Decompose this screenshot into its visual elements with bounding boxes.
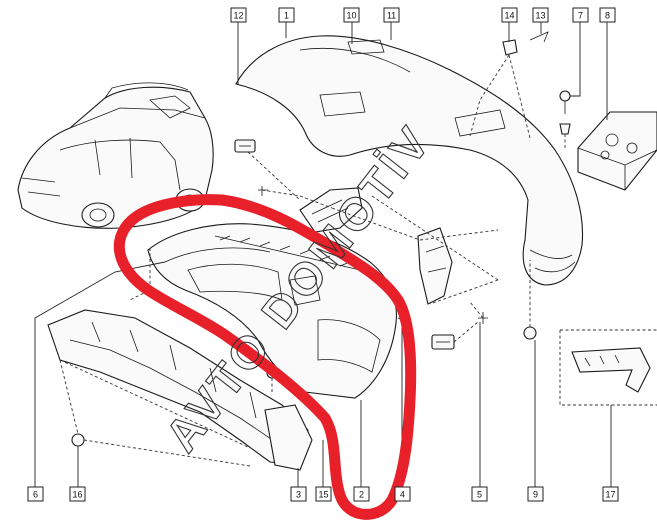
callout-17-label: 17	[605, 490, 615, 500]
callout-8-label: 8	[605, 11, 610, 21]
callout-7-label: 7	[578, 11, 583, 21]
leader-lines	[34, 22, 612, 487]
callout-6: 6	[27, 486, 44, 502]
highlight-outline	[113, 194, 417, 520]
callout-9: 9	[527, 486, 544, 502]
callout-15-label: 15	[318, 490, 328, 500]
callout-10: 10	[343, 7, 360, 23]
bumper-skin	[235, 35, 584, 286]
callout-2: 2	[353, 486, 370, 502]
callout-9-label: 9	[533, 490, 538, 500]
callout-11-label: 11	[387, 11, 396, 21]
clip-set-frame	[559, 329, 657, 406]
callout-16: 16	[69, 486, 86, 502]
callout-12: 12	[230, 7, 247, 23]
callout-13: 13	[532, 7, 549, 23]
callout-15: 15	[315, 486, 332, 502]
callout-17: 17	[602, 486, 619, 502]
callout-3-label: 3	[296, 490, 301, 500]
callout-3: 3	[290, 486, 307, 502]
callout-10-label: 10	[346, 11, 356, 21]
callout-6-label: 6	[33, 490, 38, 500]
callout-12-label: 12	[233, 11, 243, 21]
callout-5: 5	[471, 486, 488, 502]
callout-1: 1	[278, 7, 295, 23]
callout-4-label: 4	[400, 490, 405, 500]
callout-5-label: 5	[477, 490, 482, 500]
callout-2-label: 2	[359, 490, 364, 500]
clip-box	[577, 111, 657, 191]
lower-rail	[47, 309, 313, 471]
callout-11: 11	[383, 7, 400, 23]
callout-1-label: 1	[284, 11, 289, 21]
callout-14: 14	[501, 7, 518, 23]
callout-4: 4	[394, 486, 411, 502]
assembly-lines	[59, 54, 566, 467]
callout-14-label: 14	[504, 11, 514, 21]
callout-16-label: 16	[72, 490, 82, 500]
bumper-beam	[147, 223, 397, 399]
callout-8: 8	[599, 7, 616, 23]
callout-13-label: 13	[535, 11, 545, 21]
callout-7: 7	[572, 7, 589, 23]
